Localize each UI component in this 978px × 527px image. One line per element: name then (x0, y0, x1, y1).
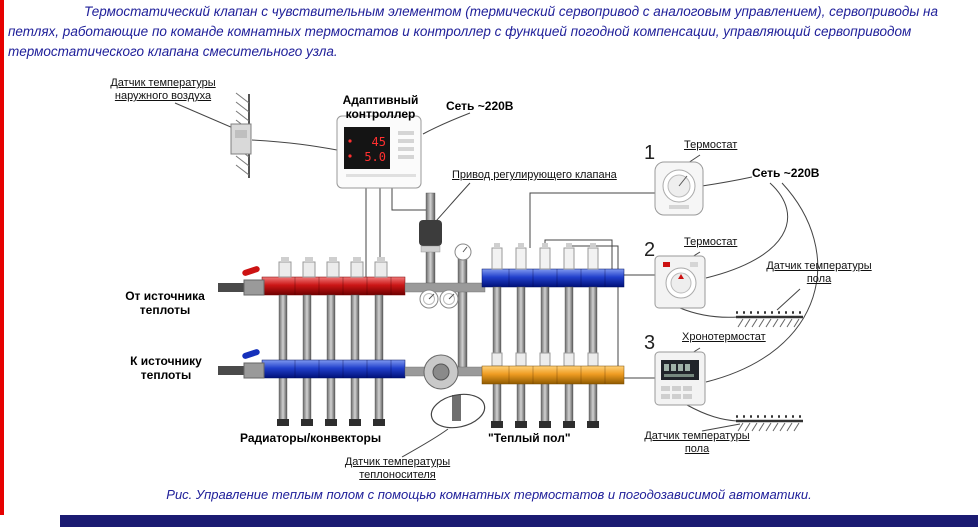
thermostat-2 (654, 255, 706, 309)
pump-icon (423, 354, 459, 390)
controller: 45 5.0 (336, 115, 422, 189)
chronothermostat-label: Хронотермостат (682, 331, 766, 343)
coolant-sensor-callout (430, 393, 486, 429)
valve-actuator-icon (419, 220, 442, 253)
bottom-navy-bar (60, 515, 978, 527)
warm-floor-label: "Теплый пол" (488, 431, 571, 445)
to-heat-source-label: К источнику теплоты (130, 354, 202, 382)
controller-display-line2: 5.0 (364, 150, 386, 164)
supply-ball-valve (242, 266, 265, 296)
from-heat-source-label: От источника теплоты (125, 289, 205, 317)
coolant-sensor-label: Датчик температуры теплоносителя (344, 456, 451, 481)
thermostat-1-label: Термостат (684, 139, 738, 151)
radiators-label: Радиаторы/конвекторы (240, 431, 382, 445)
outdoor-sensor-label: Датчик температуры наружного воздуха (110, 77, 216, 102)
gauge-icon (419, 243, 472, 309)
mains-voltage-label-right: Сеть ~220В (752, 166, 820, 180)
left-accent-strip (0, 0, 4, 515)
coolant-sensor-pocket (452, 395, 461, 421)
floor-sensor-symbol-2 (736, 415, 803, 432)
zone-3-number: 3 (644, 332, 656, 354)
figure-caption: Рис. Управление теплым полом с помощью к… (166, 487, 812, 502)
floor-manifold (481, 243, 625, 428)
controller-display (344, 127, 390, 169)
floor-sensor-symbol-1 (736, 311, 803, 328)
chronothermostat (654, 351, 706, 406)
zone-2-number: 2 (644, 239, 656, 261)
mixing-unit (404, 192, 486, 429)
mains-voltage-label-top: Сеть ~220В (446, 99, 514, 113)
outdoor-sensor (230, 92, 252, 178)
thermostat-1 (654, 161, 704, 216)
radiator-manifold (218, 257, 406, 426)
controller-label: Адаптивный контроллер (342, 93, 419, 121)
valve-actuator-label: Привод регулирующего клапана (452, 169, 617, 181)
thermostat-2-label: Термостат (684, 236, 738, 248)
floor-sensor-label-bottom: Датчик температуры пола (644, 430, 750, 455)
intro-paragraph: Термостатический клапан с чувствительным… (8, 4, 938, 59)
floor-sensor-label-right: Датчик температуры пола (766, 260, 872, 285)
return-ball-valve (242, 349, 265, 379)
controller-display-line1: 45 (372, 135, 386, 149)
zone-1-number: 1 (644, 142, 656, 164)
